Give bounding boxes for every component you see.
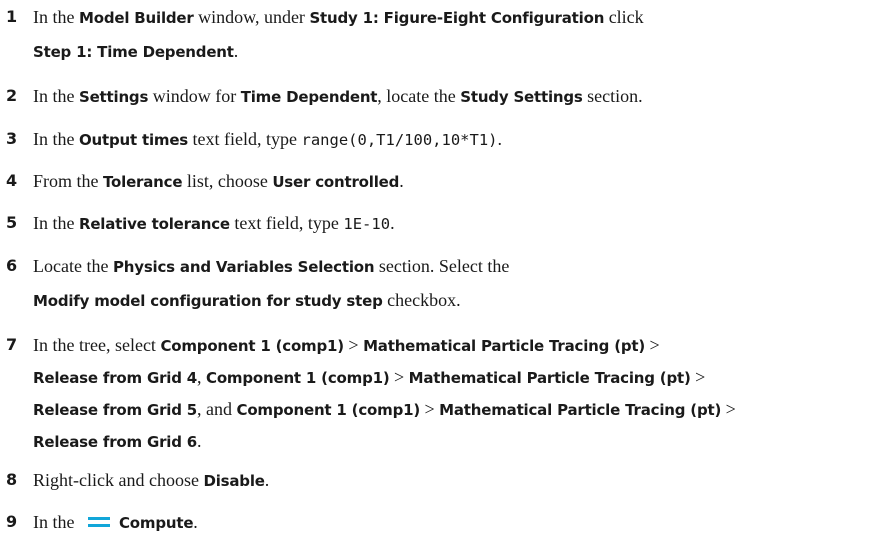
ui-term: Disable	[203, 472, 265, 490]
step-text: list, choose	[182, 171, 273, 191]
step-line: Modify model configuration for study ste…	[33, 286, 509, 315]
step-text: Locate the	[33, 256, 113, 276]
ui-term: Modify model configuration for study ste…	[33, 292, 383, 310]
step-text: .	[497, 129, 502, 149]
step-line: Release from Grid 6.	[33, 427, 736, 456]
step-text: .	[390, 213, 395, 233]
ui-term: Mathematical Particle Tracing (pt)	[439, 401, 722, 419]
ui-term: Component 1 (comp1)	[236, 401, 421, 419]
step-text: .	[233, 41, 239, 61]
ui-term: Tolerance	[103, 173, 183, 191]
step-text: text field, type	[229, 213, 344, 233]
ui-term: Study 1: Figure-Eight Configuration	[309, 9, 605, 27]
step-text: Right-click and choose	[33, 470, 204, 490]
step-text: >	[420, 399, 440, 419]
step-text: .	[399, 171, 404, 191]
ui-term: Release from Grid 4	[33, 369, 198, 387]
step-line: Release from Grid 4, Component 1 (comp1)…	[33, 363, 736, 392]
step-text: >	[343, 335, 364, 355]
ui-term: Time Dependent	[240, 88, 378, 106]
ui-term: Component 1 (comp1)	[206, 369, 390, 387]
step-text: In the tree, select	[33, 335, 161, 355]
step-number: 6	[6, 256, 18, 275]
step-text: In the	[33, 86, 79, 106]
step-text: window for	[148, 86, 241, 106]
step-number: 2	[6, 86, 18, 105]
ui-term: Release from Grid 5	[33, 401, 198, 419]
ui-term: Release from Grid 6	[33, 433, 198, 451]
step-text: >	[645, 335, 660, 355]
ui-term: Physics and Variables Selection	[112, 258, 375, 276]
step-text: , locate the	[377, 86, 461, 106]
step-text: In the	[33, 7, 79, 27]
step-text: text field, type	[188, 129, 302, 149]
step-number: 7	[6, 335, 18, 354]
step-line: Locate the Physics and Variables Selecti…	[33, 252, 509, 281]
step-text: window, under	[193, 7, 310, 27]
step-text: checkbox.	[382, 290, 461, 310]
step-text: ,	[197, 367, 207, 387]
step-7: 7 In the tree, select Component 1 (comp1…	[0, 331, 736, 456]
step-text: .	[193, 512, 198, 532]
compute-icon	[87, 516, 110, 527]
ui-term: Step 1: Time Dependent	[33, 43, 234, 61]
step-text: In the	[33, 512, 79, 532]
step-line: In the Model Builder window, under Study…	[33, 3, 644, 32]
ui-term: Mathematical Particle Tracing (pt)	[363, 337, 646, 355]
ui-term: Settings	[78, 88, 149, 106]
step-text: >	[690, 367, 706, 387]
step-9: 9 In the Compute.	[0, 508, 198, 537]
step-text: click	[604, 7, 644, 27]
step-line: Release from Grid 5, and Component 1 (co…	[33, 395, 736, 424]
step-text: .	[197, 431, 202, 451]
step-number: 8	[6, 470, 18, 489]
step-text: >	[389, 367, 409, 387]
step-text: In the	[33, 129, 79, 149]
typed-value: 1E-10	[343, 215, 391, 233]
step-1: 1 In the Model Builder window, under Stu…	[0, 3, 644, 66]
step-4: 4 From the Tolerance list, choose User c…	[0, 167, 404, 196]
step-line: Step 1: Time Dependent.	[33, 37, 644, 66]
step-text: From the	[33, 171, 103, 191]
step-text: In the	[33, 213, 79, 233]
ui-term: Output times	[78, 131, 189, 149]
ui-term: Study Settings	[460, 88, 583, 106]
ui-term: Relative tolerance	[78, 215, 230, 233]
typed-value: range(0,T1/100,10*T1)	[301, 131, 498, 149]
step-number: 5	[6, 213, 18, 232]
step-text: , and	[197, 399, 237, 419]
ui-term: Compute	[118, 514, 194, 532]
ui-term: Component 1 (comp1)	[160, 337, 344, 355]
step-number: 4	[6, 171, 18, 190]
step-number: 3	[6, 129, 18, 148]
step-text: .	[264, 470, 270, 490]
step-number: 1	[6, 7, 18, 26]
step-2: 2 In the Settings window for Time Depend…	[0, 82, 643, 111]
step-3: 3 In the Output times text field, type r…	[0, 125, 502, 154]
step-6: 6 Locate the Physics and Variables Selec…	[0, 252, 509, 315]
step-text: section.	[582, 86, 643, 106]
ui-term: Model Builder	[78, 9, 194, 27]
step-text: section. Select the	[374, 256, 510, 276]
step-line: In the tree, select Component 1 (comp1) …	[33, 331, 736, 360]
ui-term: Mathematical Particle Tracing (pt)	[408, 369, 691, 387]
step-8: 8 Right-click and choose Disable.	[0, 466, 269, 495]
ui-term: User controlled	[272, 173, 400, 191]
step-number: 9	[6, 512, 18, 531]
step-text: >	[721, 399, 736, 419]
step-5: 5 In the Relative tolerance text field, …	[0, 209, 395, 238]
